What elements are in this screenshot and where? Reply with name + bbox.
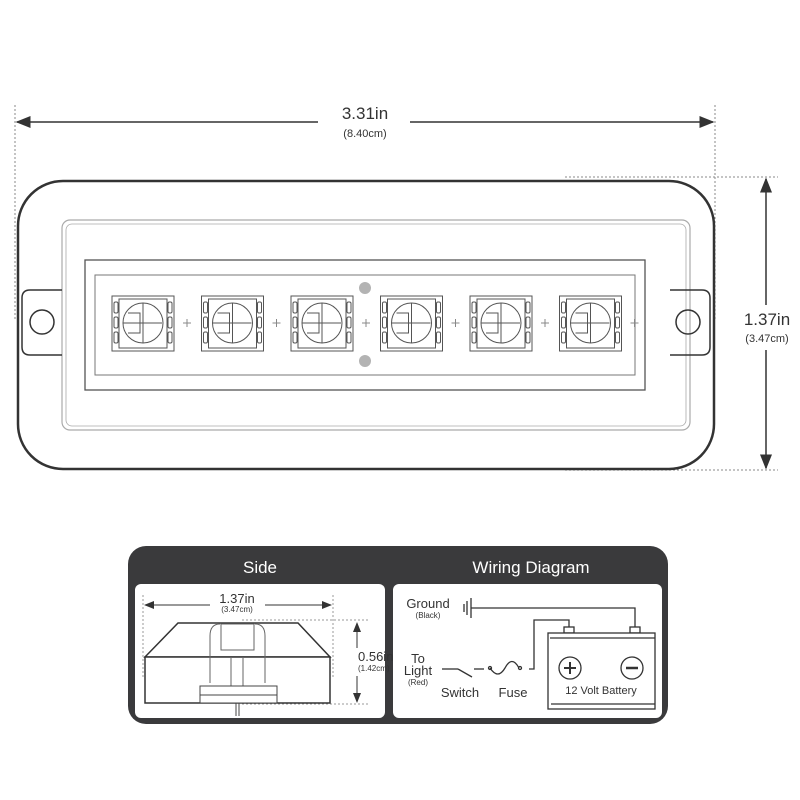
width-cm: (8.40cm) [343,128,386,140]
wiring-diagram: Ground (Black) To Light (Red) Switch Fus… [404,596,656,710]
led-chip [559,295,622,352]
screw-dot-top [359,282,371,294]
wiring-title: Wiring Diagram [472,558,589,577]
height-inches: 1.37in [744,310,790,329]
light-color: (Red) [408,678,428,687]
switch-label: Switch [441,685,479,700]
side-view: 1.37in (3.47cm) 0.56in (1.42cm) [142,591,393,716]
side-width-inches: 1.37in [219,591,254,606]
screw-dot-bottom [359,355,371,367]
plus-mark [272,319,281,327]
plus-mark [630,319,639,327]
height-cm: (3.47cm) [745,333,788,345]
height-dimension: 1.37in (3.47cm) [565,176,790,471]
width-inches: 3.31in [342,104,388,123]
battery-icon [547,626,656,710]
side-depth-inches: 0.56in [358,649,393,664]
side-depth-cm: (1.42cm) [358,664,390,673]
fuse-label: Fuse [499,685,528,700]
plus-mark [362,319,370,327]
mount-hole-left [21,289,62,356]
plus-mark [183,319,191,327]
led-chip [380,295,443,352]
side-width-cm: (3.47cm) [221,605,253,614]
led-chip [111,295,175,352]
light-housing [16,179,716,471]
plus-mark [541,319,549,327]
battery-label: 12 Volt Battery [565,685,637,697]
ground-label: Ground [406,596,449,611]
light-label: Light [404,663,433,678]
ground-color: (Black) [416,611,441,620]
led-chip [469,295,533,352]
plus-mark [451,319,460,327]
switch-symbol-icon [442,668,484,678]
side-title: Side [243,558,277,577]
mount-hole-right [670,289,711,356]
to-label: To [411,651,425,666]
width-dimension: 3.31in (8.40cm) [14,104,716,320]
fuse-symbol-icon [487,660,523,675]
led-chip [290,295,354,352]
led-chip [201,295,264,352]
